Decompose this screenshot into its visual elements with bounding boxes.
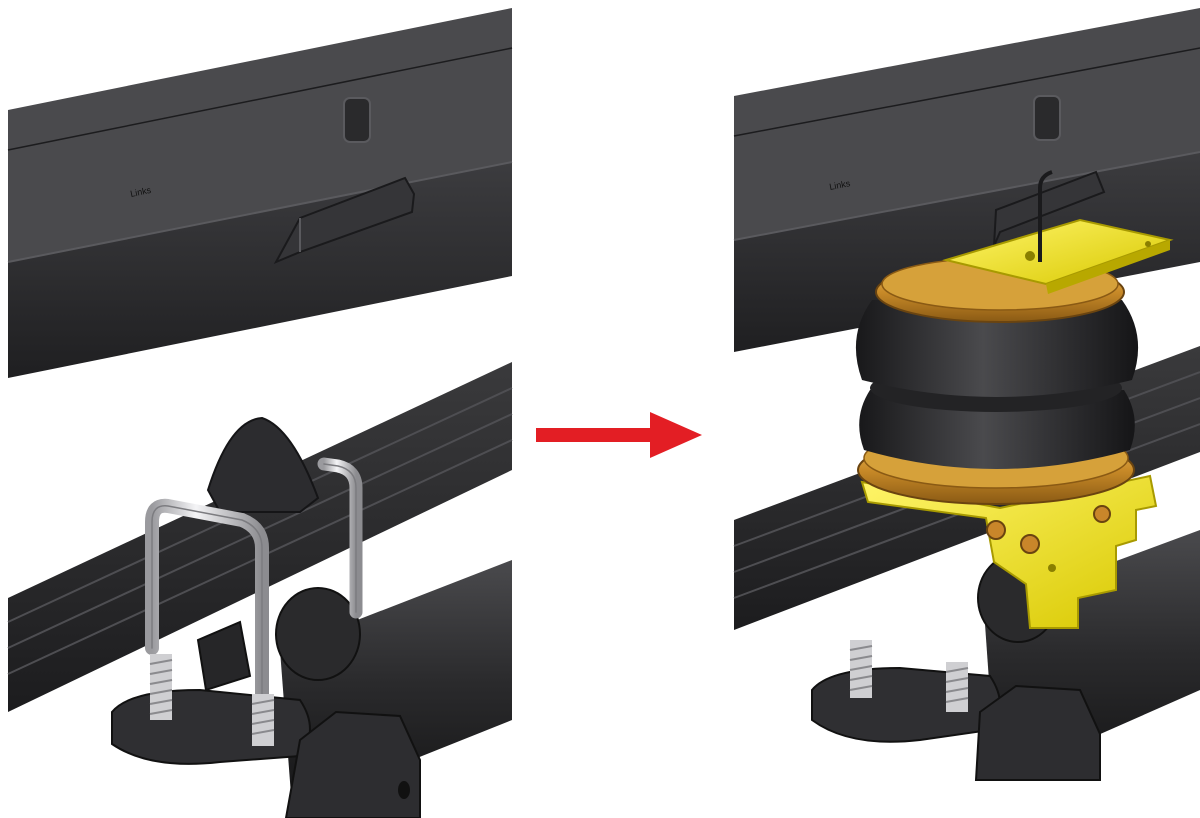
upper-mounting-plate [942,218,1174,294]
axle-clamp [284,710,421,818]
u-bolt-rear [317,457,363,619]
panel-before: Links [7,8,513,818]
axle-bracket [196,620,252,692]
frame-slot [343,97,371,143]
mounting-bolt [1093,505,1111,523]
u-bolt-threads [149,654,275,746]
frame-label-text: Links [129,185,152,199]
axle-clamp-after [974,684,1101,781]
spring-seat-plate-after [811,666,1001,743]
chassis-frame-rail: Links [7,8,513,378]
chassis-frame-rail-after: Links [733,8,1200,352]
bellows-upper-convolution [855,300,1139,397]
clamp-hole [398,781,410,799]
u-bolt-threads-after [849,640,969,712]
spring-seat-plate [111,688,311,765]
bellows-lower-convolution [859,390,1135,469]
bump-stop [206,416,320,513]
plate-hole [1025,251,1035,261]
plate-hole [1145,241,1151,247]
bracket-hole [1048,564,1056,572]
mounting-bolt [1020,534,1040,554]
frame-label-text-after: Links [828,178,851,192]
mounting-bolt [986,520,1006,540]
lower-mounting-bracket [860,474,1158,629]
air-spring-bellows [855,257,1139,505]
panel-after: Links [733,8,1200,781]
right-arrow-icon [536,412,702,458]
frame-slot-after [1033,95,1061,141]
air-line-hose [1038,170,1053,262]
frame-bracket-tab-after [993,170,1106,247]
u-bolt-front [145,498,269,745]
